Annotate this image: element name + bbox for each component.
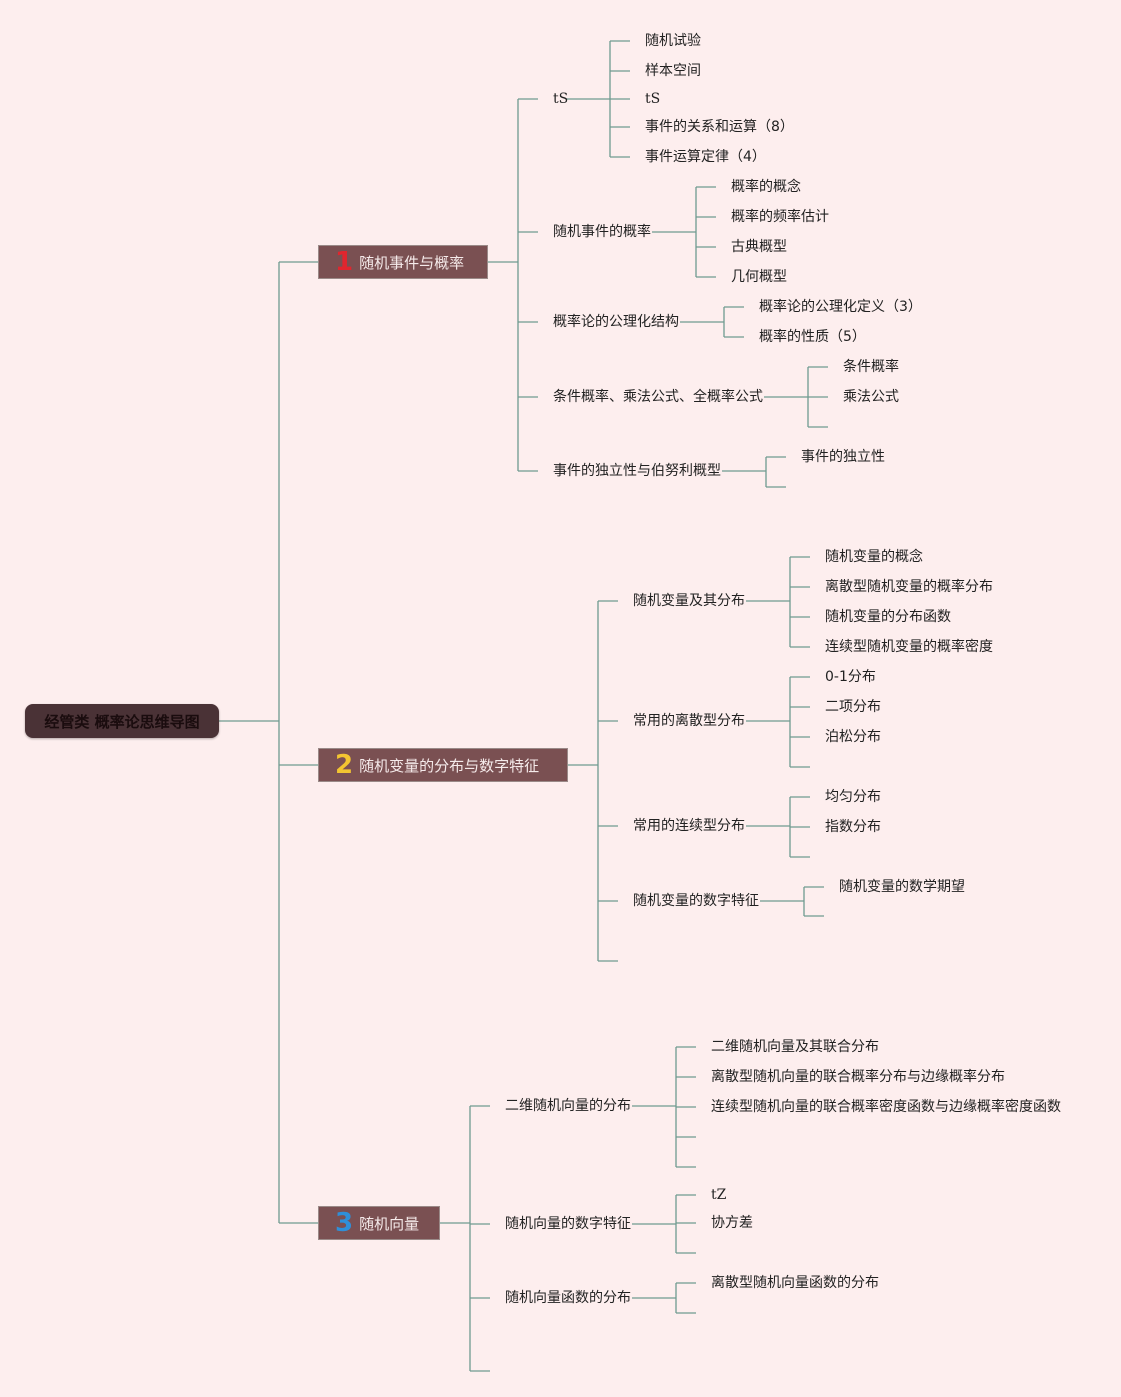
- leaf-label[interactable]: 概率的频率估计: [731, 209, 829, 225]
- leaf-label[interactable]: 古典概型: [731, 239, 787, 255]
- subtopic-label[interactable]: 常用的连续型分布: [633, 818, 745, 834]
- leaf-label[interactable]: tS: [645, 91, 661, 107]
- leaf-label[interactable]: 事件的独立性: [801, 449, 885, 465]
- topic-label-2: 随机变量的分布与数字特征: [359, 756, 540, 775]
- subtopic-label[interactable]: 随机变量的数字特征: [633, 893, 759, 909]
- subtopic-label[interactable]: 随机事件的概率: [553, 224, 651, 240]
- leaf-label[interactable]: 随机变量的概念: [825, 549, 923, 565]
- leaf-label[interactable]: 二项分布: [825, 699, 881, 715]
- leaf-label[interactable]: 条件概率: [843, 359, 899, 375]
- subtopic-label[interactable]: 随机变量及其分布: [633, 593, 745, 609]
- leaf-label[interactable]: 0-1分布: [825, 669, 876, 685]
- leaf-label[interactable]: 离散型随机向量函数的分布: [711, 1275, 879, 1291]
- leaf-label[interactable]: 随机试验: [645, 33, 701, 49]
- leaf-label[interactable]: 事件的关系和运算（8）: [645, 119, 794, 135]
- leaf-label[interactable]: 事件运算定律（4）: [645, 149, 766, 165]
- root-node[interactable]: 经管类 概率论思维导图: [25, 704, 219, 738]
- topic-number-1: 1: [335, 247, 354, 277]
- topic-node-2[interactable]: 2 随机变量的分布与数字特征: [318, 748, 568, 782]
- leaf-label[interactable]: 几何概型: [731, 269, 787, 285]
- leaf-label[interactable]: 指数分布: [825, 819, 881, 835]
- leaf-label[interactable]: 离散型随机向量的联合概率分布与边缘概率分布: [711, 1069, 1005, 1085]
- subtopic-label[interactable]: 二维随机向量的分布: [505, 1098, 631, 1114]
- leaf-label[interactable]: 随机变量的数学期望: [839, 879, 965, 895]
- subtopic-label[interactable]: tS: [553, 91, 569, 107]
- topic-number-3: 3: [335, 1208, 354, 1238]
- topic-label-3: 随机向量: [359, 1214, 420, 1233]
- subtopic-label[interactable]: 常用的离散型分布: [633, 713, 745, 729]
- leaf-label[interactable]: tZ: [711, 1187, 727, 1203]
- leaf-label[interactable]: 均匀分布: [825, 789, 881, 805]
- subtopic-label[interactable]: 事件的独立性与伯努利概型: [553, 463, 721, 479]
- leaf-label[interactable]: 连续型随机向量的联合概率密度函数与边缘概率密度函数: [711, 1099, 1061, 1115]
- leaf-label[interactable]: 离散型随机变量的概率分布: [825, 579, 993, 595]
- subtopic-label[interactable]: 条件概率、乘法公式、全概率公式: [553, 389, 763, 405]
- leaf-label[interactable]: 样本空间: [645, 63, 701, 79]
- topic-node-3[interactable]: 3 随机向量: [318, 1206, 440, 1240]
- subtopic-label[interactable]: 随机向量的数字特征: [505, 1216, 631, 1232]
- leaf-label[interactable]: 概率的概念: [731, 179, 801, 195]
- leaf-label[interactable]: 概率论的公理化定义（3）: [759, 299, 922, 315]
- leaf-label[interactable]: 协方差: [711, 1215, 753, 1231]
- leaf-label[interactable]: 泊松分布: [825, 729, 881, 745]
- root-label: 经管类 概率论思维导图: [44, 712, 200, 731]
- subtopic-label[interactable]: 随机向量函数的分布: [505, 1290, 631, 1306]
- leaf-label[interactable]: 乘法公式: [843, 389, 899, 405]
- topic-label-1: 随机事件与概率: [359, 253, 465, 272]
- topic-node-1[interactable]: 1 随机事件与概率: [318, 245, 488, 279]
- leaf-label[interactable]: 随机变量的分布函数: [825, 609, 951, 625]
- topic-number-2: 2: [335, 750, 354, 780]
- leaf-label[interactable]: 概率的性质（5）: [759, 329, 866, 345]
- leaf-label[interactable]: 连续型随机变量的概率密度: [825, 639, 993, 655]
- leaf-label[interactable]: 二维随机向量及其联合分布: [711, 1039, 879, 1055]
- subtopic-label[interactable]: 概率论的公理化结构: [553, 314, 679, 330]
